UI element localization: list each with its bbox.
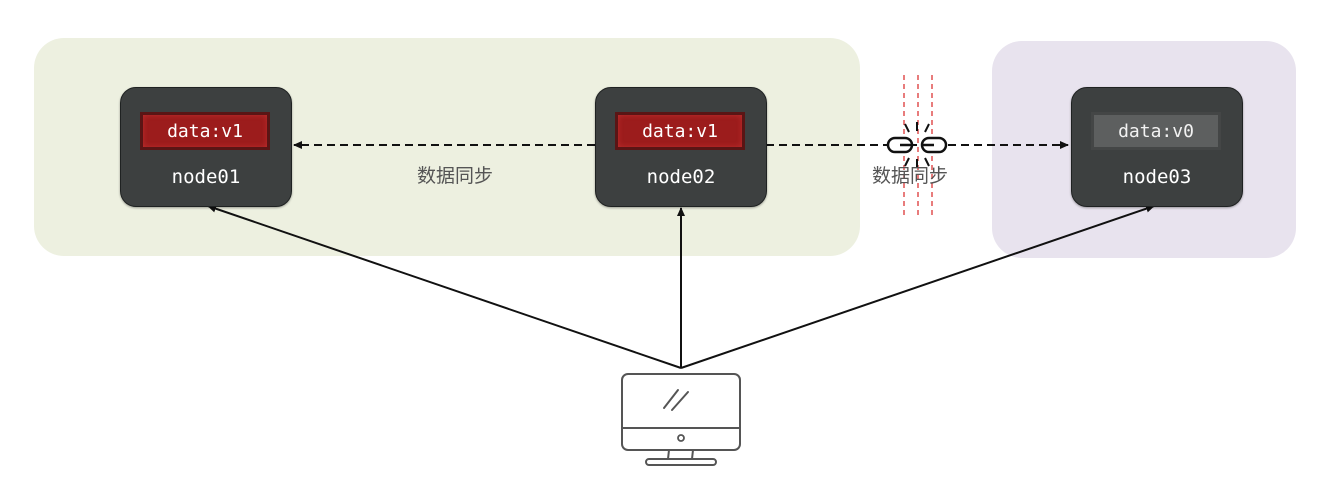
node-node02: data:v1 node02 [595, 87, 767, 207]
client-arrow-to-node03 [680, 204, 1155, 369]
node-data-value: data:v1 [140, 112, 270, 150]
sync-label-right: 数据同步 [872, 165, 949, 187]
sync-label-left: 数据同步 [417, 165, 494, 187]
node-label: node01 [171, 166, 241, 188]
node-node01: data:v1 node01 [120, 87, 292, 207]
computer-monitor-icon [621, 373, 741, 466]
broken-link-icon [886, 122, 948, 168]
node-data-value: data:v0 [1091, 112, 1221, 150]
node-label: node03 [1122, 166, 1192, 188]
node-node03: data:v0 node03 [1071, 87, 1243, 207]
client-arrow-to-node01 [207, 204, 682, 369]
node-data-value: data:v1 [615, 112, 745, 150]
node-label: node02 [646, 166, 716, 188]
